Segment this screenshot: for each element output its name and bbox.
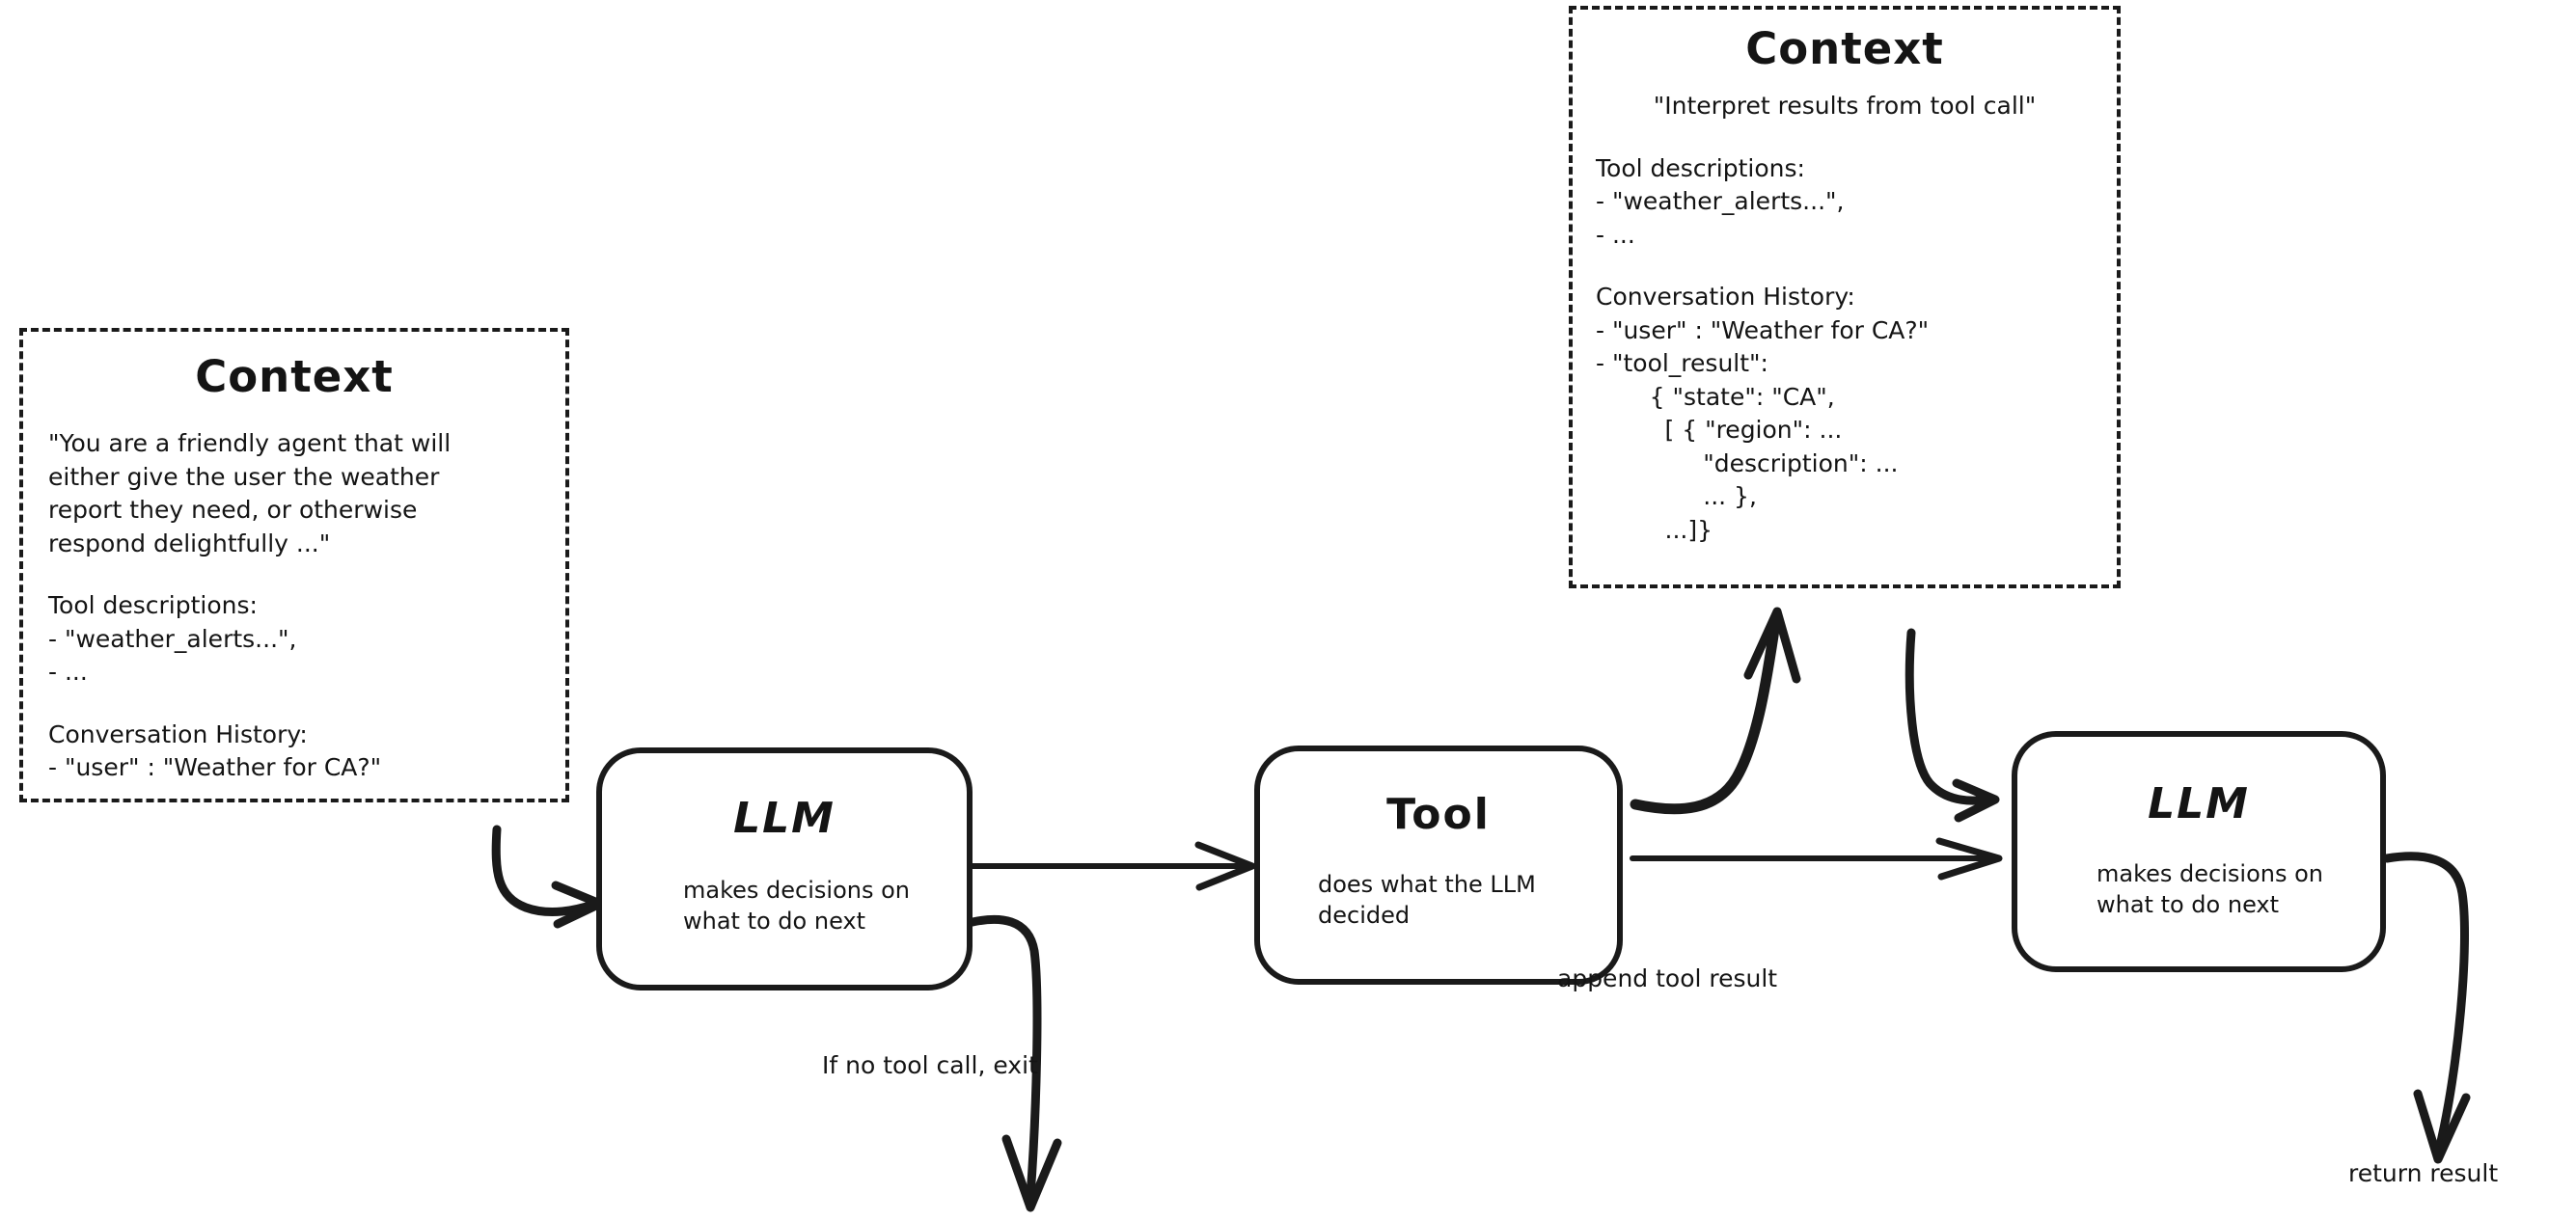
node-llm-first-subtitle: makes decisions on what to do next — [683, 877, 910, 935]
context-left-conversation-history: Conversation History: - "user" : "Weathe… — [48, 719, 382, 782]
edge-label-exit: If no tool call, exit — [822, 1051, 1038, 1079]
node-tool-title: Tool — [1386, 790, 1491, 839]
context-right-tool-result: - "tool_result": { "state": "CA", [ { "r… — [1596, 349, 1899, 544]
arrow-tool-to-llm2 — [1630, 837, 2003, 881]
context-right-title: Context — [1745, 23, 1944, 74]
arrow-tool-to-context — [1630, 607, 1801, 815]
node-llm-second-title: LLM — [2148, 779, 2250, 828]
node-llm-second-subtitle: makes decisions on what to do next — [2096, 860, 2323, 918]
node-llm-first-title: LLM — [733, 794, 836, 843]
context-box-after-tool: Context "Interpret results from tool cal… — [1569, 6, 2121, 588]
node-tool[interactable]: Tool does what the LLM decided — [1254, 746, 1623, 985]
node-llm-first[interactable]: LLM makes decisions on what to do next — [596, 747, 973, 990]
context-left-title: Context — [195, 351, 394, 402]
context-left-tool-descriptions: Tool descriptions: - "weather_alerts..."… — [48, 591, 297, 686]
context-box-initial: Context "You are a friendly agent that w… — [19, 328, 569, 802]
node-llm-second[interactable]: LLM makes decisions on what to do next — [2012, 731, 2386, 972]
context-right-tool-descriptions: Tool descriptions: - "weather_alerts..."… — [1596, 153, 1845, 249]
edge-label-return-result: return result — [2348, 1159, 2499, 1187]
context-right-system-prompt: "Interpret results from tool call" — [1653, 92, 2037, 120]
arrow-context-to-llm2 — [1905, 628, 2000, 823]
edge-label-append-tool-result: append tool result — [1557, 964, 1778, 992]
arrow-context-to-llm1 — [491, 825, 605, 929]
arrow-llm1-to-tool — [969, 841, 1256, 891]
context-right-conversation-history: Conversation History: - "user" : "Weathe… — [1596, 283, 1930, 344]
node-tool-subtitle: does what the LLM decided — [1318, 871, 1536, 929]
arrow-llm2-return — [2382, 852, 2471, 1164]
context-left-system-prompt: "You are a friendly agent that will eith… — [48, 429, 452, 557]
